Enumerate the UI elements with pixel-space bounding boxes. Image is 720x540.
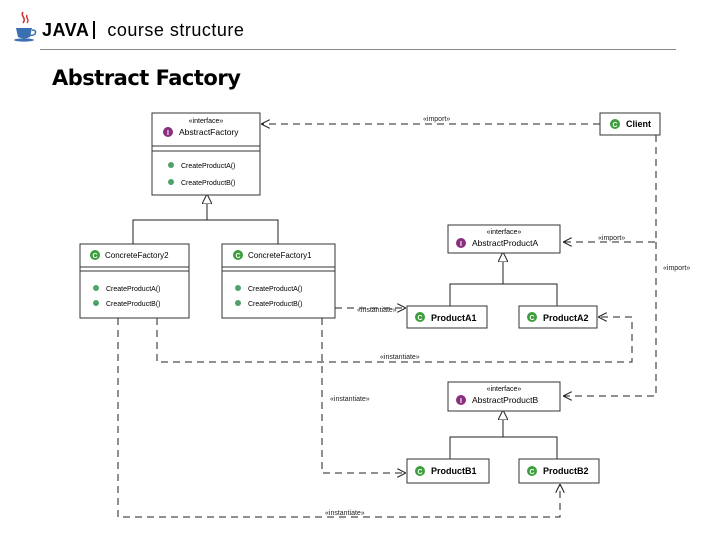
client-box[interactable]: C Client [599,112,661,136]
abstract-product-b-box[interactable]: «interface» I AbstractProductB [447,381,561,412]
header-title-java: JAVA [42,20,90,40]
product-a2-name: ProductA2 [543,313,589,323]
method-icon [168,162,174,168]
course-title: JAVA course structure [42,20,244,41]
header-rule [40,49,676,50]
abstract-product-b-name: AbstractProductB [472,395,538,405]
instantiate-b2 [117,318,560,518]
class-icon [527,312,537,322]
label-instantiate-b2: «instantiate» [325,510,365,517]
class-icon [415,312,425,322]
generalization-factories [132,195,279,244]
method-icon [168,179,174,185]
concrete-factory-1-method-b: CreateProductB() [248,301,302,308]
product-b1-name: ProductB1 [431,466,477,476]
product-a1-name: ProductA1 [431,313,477,323]
product-a1-box[interactable]: C ProductA1 [406,305,488,329]
generalization-product-a [449,253,558,306]
concrete-factory-2-name: ConcreteFactory2 [105,251,169,260]
title-divider [93,21,96,39]
slide-title: Abstract Factory [52,66,241,90]
label-import-product-a: «import» [598,235,625,242]
concrete-factory-1-box[interactable]: C ConcreteFactory1 CreateProductA() Crea… [221,243,336,319]
concrete-factory-2-method-b: CreateProductB() [106,301,160,308]
label-instantiate-b1: «instantiate» [330,396,370,403]
concrete-factory-2-method-a: CreateProductA() [106,286,160,293]
product-b2-name: ProductB2 [543,466,589,476]
method-icon [235,285,241,291]
class-icon-glyph: C [529,469,534,476]
interface-icon [456,395,466,405]
instantiate-a2 [156,317,633,363]
class-icon-glyph: C [417,469,422,476]
method-icon [93,300,99,306]
instantiate-b1 [321,318,405,473]
slide-header: JAVA course structure [0,0,720,60]
label-instantiate-a2: «instantiate» [380,354,420,361]
class-icon-glyph: C [529,315,534,322]
class-icon-glyph: C [235,253,240,260]
abstract-product-a-box[interactable]: «interface» I AbstractProductA [447,224,561,254]
abstract-product-b-stereotype: «interface» [487,386,522,393]
java-cup-icon [14,11,37,42]
method-icon [235,300,241,306]
product-a2-box[interactable]: C ProductA2 [518,305,598,329]
product-b1-box[interactable]: C ProductB1 [406,458,490,484]
method-icon [93,285,99,291]
abstract-factory-box[interactable]: «interface» I AbstractFactory CreateProd… [151,112,261,196]
class-icon [415,466,425,476]
abstract-factory-stereotype: «interface» [189,118,224,125]
interface-icon [456,238,466,248]
class-icon [527,466,537,476]
dependency-client-product-b [564,242,657,396]
abstract-product-a-name: AbstractProductA [472,238,538,248]
generalization-product-b [449,411,558,459]
abstract-product-a-stereotype: «interface» [487,229,522,236]
interface-icon-glyph: I [460,398,462,405]
concrete-factory-1-name: ConcreteFactory1 [248,251,312,260]
class-icon [233,250,243,260]
client-name: Client [626,119,651,129]
interface-icon-glyph: I [167,130,169,137]
class-icon [90,250,100,260]
class-icon-glyph: C [612,122,617,129]
abstract-factory-method-a: CreateProductA() [181,163,235,170]
class-icon-glyph: C [417,315,422,322]
label-instantiate-a1: «instantiate» [357,307,397,314]
label-import-factory: «import» [423,116,450,123]
class-icon [610,119,620,129]
abstract-factory-name: AbstractFactory [179,127,239,137]
abstract-factory-method-b: CreateProductB() [181,180,235,187]
product-b2-box[interactable]: C ProductB2 [518,458,600,484]
class-icon-glyph: C [92,253,97,260]
interface-icon [163,127,173,137]
interface-icon-glyph: I [460,241,462,248]
concrete-factory-2-box[interactable]: C ConcreteFactory2 CreateProductA() Crea… [79,243,190,319]
label-import-product-b: «import» [663,265,690,272]
header-subtitle: course structure [107,20,245,40]
dependency-client-product-a [564,135,657,242]
concrete-factory-1-method-a: CreateProductA() [248,286,302,293]
